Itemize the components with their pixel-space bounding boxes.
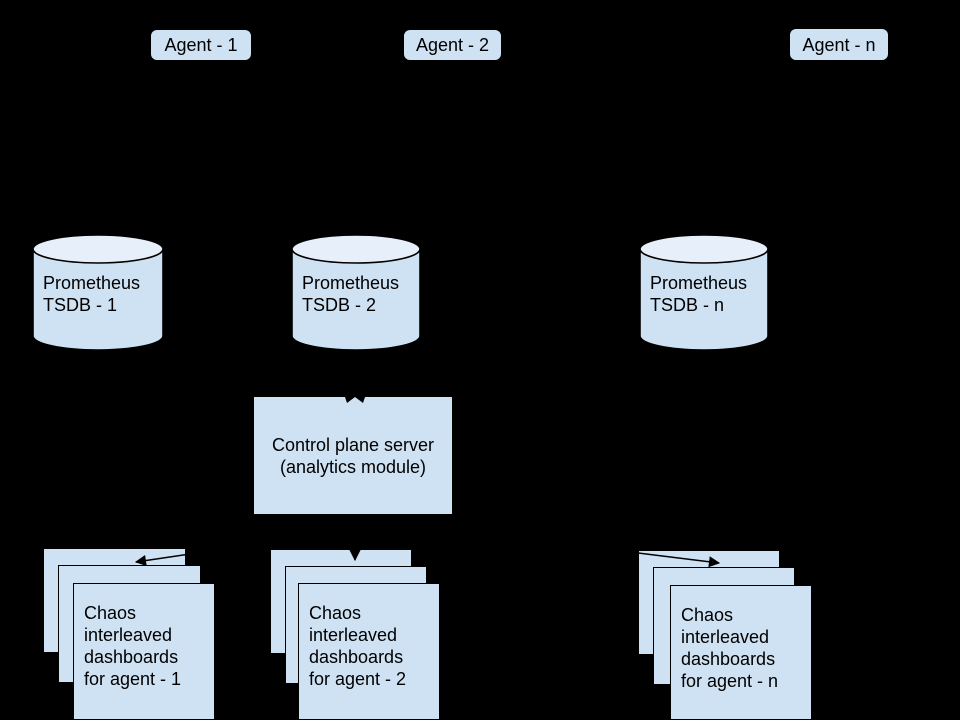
agent-2-node: Agent - 2 [402,28,503,62]
control-plane-server-label: Control plane server (analytics module) [271,435,435,477]
agent-n-node: Agent - n [788,27,890,62]
agent-n-label: Agent - n [802,34,876,55]
dashboards-n-label: Chaos interleaved dashboards for agent -… [681,605,779,691]
tsdb-1-label: Prometheus TSDB - 1 [43,273,141,315]
tsdb-n-label: Prometheus TSDB - n [650,273,748,315]
agent-1-node: Agent - 1 [149,28,253,62]
prometheus-tsdb-2-cylinder [291,234,421,351]
dashboards-n-card-front [670,585,812,720]
dashboards-1-label: Chaos interleaved dashboards for agent -… [84,603,182,689]
tsdb-2-label: Prometheus TSDB - 2 [302,273,400,315]
prometheus-tsdb-n-cylinder [639,234,769,351]
agent-2-label: Agent - 2 [415,35,490,55]
agent-1-label: Agent - 1 [164,35,238,55]
prometheus-tsdb-1-cylinder [32,234,164,351]
dashboards-1-card-front [73,583,215,720]
dashboards-2-label: Chaos interleaved dashboards for agent -… [309,603,407,689]
